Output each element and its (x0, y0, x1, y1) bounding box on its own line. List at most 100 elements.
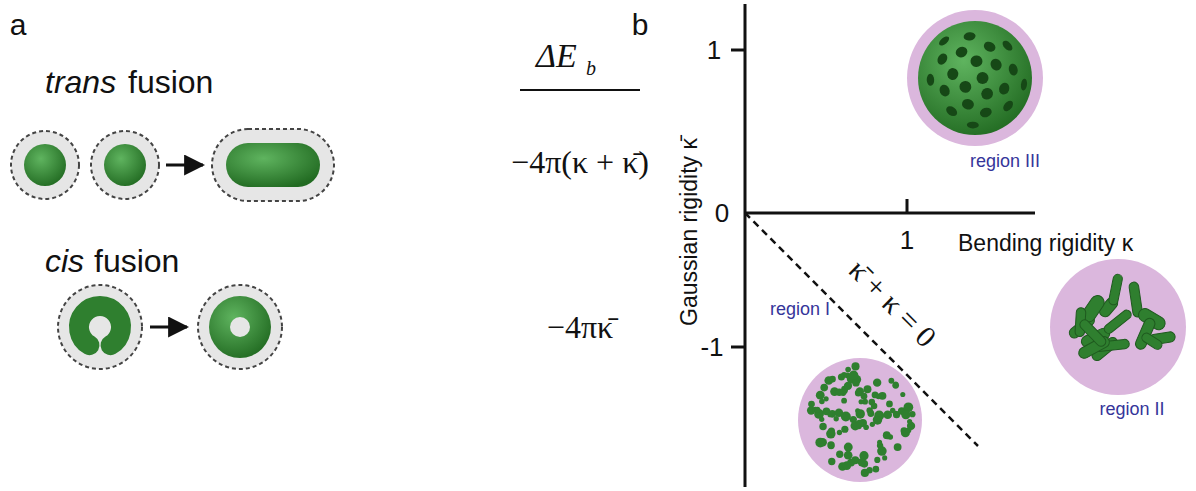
header-rule (520, 89, 640, 91)
small-droplet (864, 385, 872, 393)
small-droplet (819, 423, 826, 430)
row-title: cis (45, 244, 84, 279)
small-droplet (870, 422, 875, 427)
vesicle-shell (212, 129, 334, 201)
process-arrow (166, 164, 203, 167)
small-droplet (836, 451, 843, 458)
vesicle-shell (58, 285, 142, 369)
pore (967, 121, 979, 128)
porous-droplet (918, 21, 1032, 135)
small-droplet (844, 451, 853, 460)
small-droplet (892, 382, 899, 389)
process-arrow (150, 326, 187, 329)
pore (1001, 39, 1015, 53)
pore (938, 83, 952, 98)
row-title: trans (45, 65, 116, 100)
small-droplet (894, 443, 902, 451)
small-droplet (849, 371, 858, 380)
elongated-droplet (1102, 308, 1133, 335)
small-droplet (844, 443, 853, 452)
pore (926, 74, 934, 86)
elongated-droplet (1078, 318, 1108, 348)
small-droplet (906, 427, 912, 433)
trans-fusion-illustration (11, 129, 334, 201)
pore (961, 98, 975, 111)
small-droplet (842, 461, 851, 470)
vesicle-shell (91, 131, 159, 199)
small-droplet (878, 392, 886, 400)
axis-title: Bending rigidity κ (958, 231, 1133, 256)
energy-formula: −4π(κ + κ̄) (511, 145, 649, 180)
small-droplet (827, 412, 832, 417)
pore (1001, 99, 1015, 113)
small-droplet (837, 430, 842, 435)
boundary-line (745, 213, 978, 446)
small-droplet (838, 373, 845, 380)
small-droplet (877, 440, 882, 445)
tick (731, 49, 745, 52)
c-droplet (79, 306, 121, 345)
pore (970, 55, 983, 67)
small-droplet (814, 407, 820, 413)
small-droplet (856, 420, 864, 428)
panel-letter: a (10, 8, 27, 41)
pore (944, 104, 959, 118)
pore (935, 52, 949, 67)
small-droplet (886, 401, 893, 408)
row-title: fusion (128, 65, 213, 100)
region-sphere (907, 10, 1043, 146)
tick (906, 199, 909, 213)
small-droplet (907, 419, 912, 424)
subscript: b (586, 57, 596, 79)
pores (926, 32, 1027, 129)
small-droplet (834, 416, 839, 421)
pore (937, 35, 950, 48)
small-droplet (819, 417, 824, 422)
small-droplet (844, 382, 852, 390)
small-droplet (872, 392, 879, 399)
small-droplet (829, 376, 836, 383)
small-droplet (856, 409, 865, 418)
small-droplet (841, 398, 847, 404)
small-droplet (820, 384, 828, 392)
pore (957, 78, 974, 95)
region-sphere (1050, 259, 1186, 395)
column-header: ΔE (536, 37, 577, 74)
pore (979, 86, 995, 102)
small-droplet (901, 410, 910, 419)
elongated-droplet (1108, 273, 1123, 305)
small-droplets (807, 362, 916, 477)
small-droplet (836, 388, 844, 396)
small-droplet (808, 401, 815, 408)
droplet (104, 144, 146, 186)
torus-hole (230, 317, 250, 337)
small-droplet (828, 458, 835, 465)
cis-fusion-illustration (58, 285, 282, 369)
small-droplet (861, 393, 868, 400)
elongated-droplets (1067, 273, 1176, 362)
boundary-label: κ̄ + κ = 0 (843, 253, 943, 353)
small-droplet (875, 416, 880, 421)
region-label: region III (970, 152, 1040, 172)
tick-label: 0 (715, 199, 729, 228)
pore (1008, 63, 1019, 77)
region-label: region I (770, 300, 830, 320)
pore (963, 32, 976, 42)
small-droplet (819, 399, 825, 405)
small-droplet (871, 403, 877, 409)
small-droplet (883, 431, 891, 439)
pore (979, 106, 993, 118)
small-droplet (867, 410, 874, 417)
pore (954, 45, 969, 60)
elongated-droplet (1140, 331, 1164, 351)
small-droplet (859, 399, 864, 404)
tick (731, 346, 745, 349)
tick-label: -1 (700, 333, 723, 362)
tick-label: 1 (900, 226, 914, 255)
small-droplet (845, 367, 851, 373)
torus-droplet (209, 296, 271, 358)
small-droplet (882, 455, 887, 460)
small-droplet (835, 409, 843, 417)
small-droplet (873, 378, 881, 386)
pore (1020, 78, 1028, 91)
